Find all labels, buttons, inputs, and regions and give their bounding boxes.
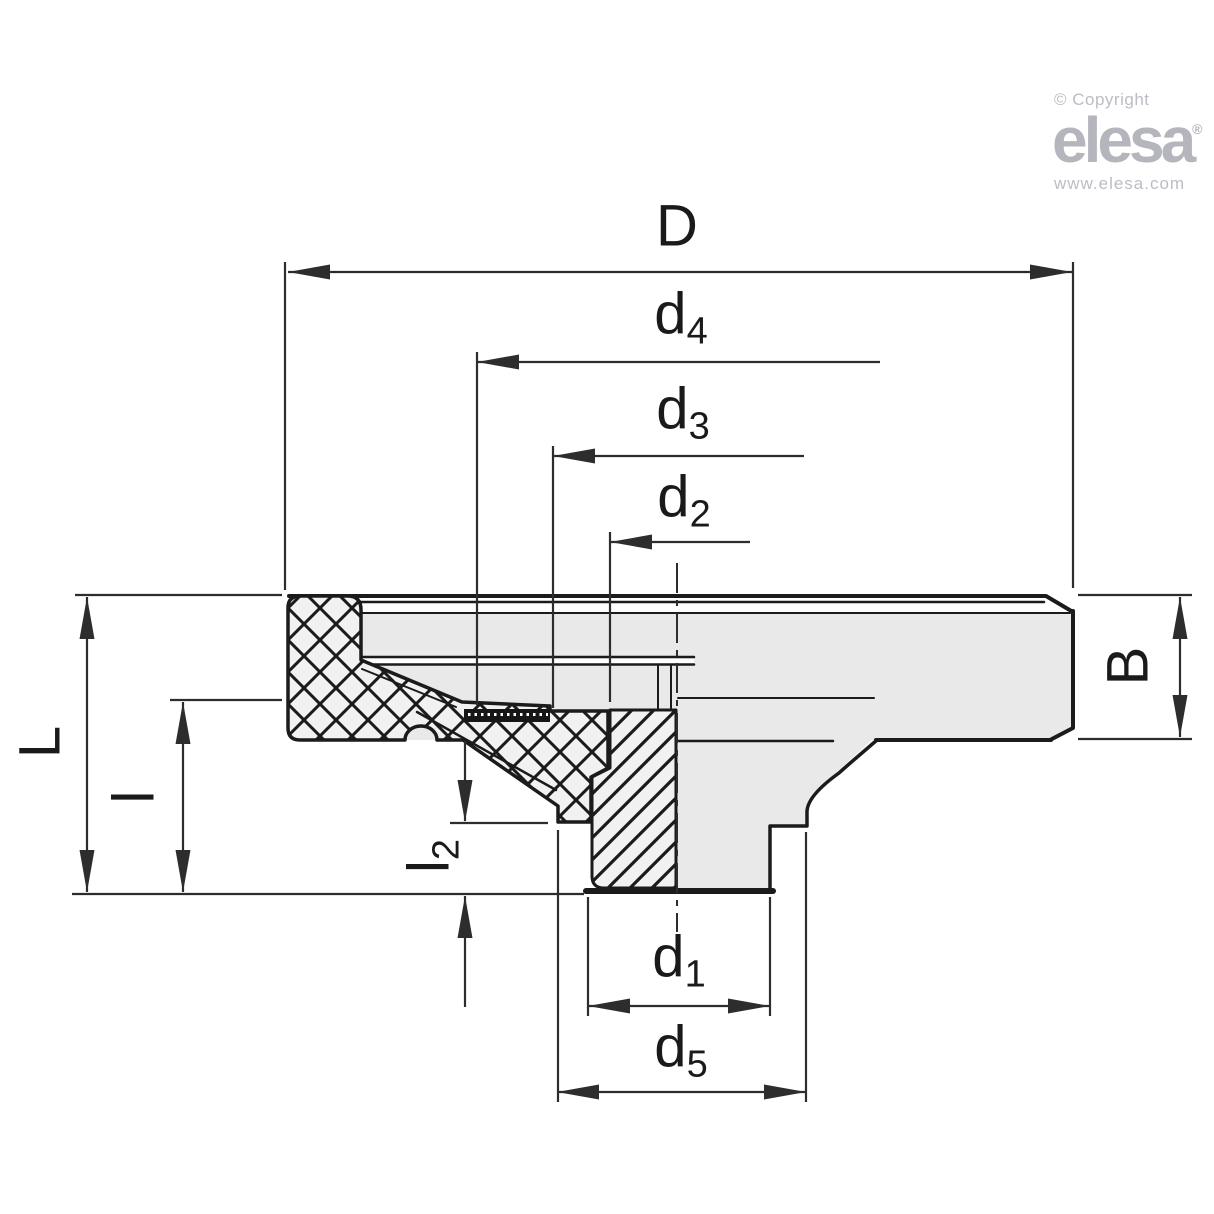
extension-line [283, 262, 1075, 590]
dim-label-d5: d5 [654, 1018, 708, 1086]
dimension-d2 [608, 532, 750, 702]
arrowhead-down [1172, 695, 1188, 737]
website-text: www.elesa.com [1054, 174, 1186, 194]
arrowhead-down [175, 850, 191, 892]
arrowhead-down [457, 780, 473, 822]
arrowhead-left [557, 1084, 599, 1100]
arrowhead-left [588, 998, 630, 1014]
dim-label-l2: l2 [397, 838, 468, 873]
elesa-logo-text: elesa [1052, 104, 1196, 176]
arrowhead-up [175, 702, 191, 744]
arrowhead-left [288, 264, 330, 280]
elesa-logo: elesa® [1052, 108, 1210, 172]
disc-face-groove [362, 658, 694, 664]
arrowhead-left [610, 534, 652, 550]
dim-label-text: d [657, 464, 690, 530]
dim-label-subscript: 5 [686, 1043, 708, 1086]
dim-label-text: l [101, 790, 167, 804]
arrowhead-down [79, 850, 95, 892]
dim-label-subscript: 2 [689, 493, 711, 536]
dim-label-text: d [654, 1014, 687, 1080]
dim-label-subscript: 4 [686, 310, 708, 353]
dimension-d1 [586, 897, 772, 1016]
dim-label-d3: d3 [656, 380, 710, 448]
web-cone-silhouette [805, 738, 879, 828]
dim-label-subscript: 3 [688, 405, 710, 448]
copyright-text: © Copyright [1054, 90, 1150, 109]
dimension-B [1078, 593, 1192, 741]
dim-label-d1: d1 [652, 928, 706, 996]
rim-web-section-hatch [286, 594, 610, 824]
extension-line [586, 897, 772, 1016]
dim-label-D: D [656, 197, 698, 263]
dimension-L [72, 593, 584, 896]
arrowhead-right [1030, 264, 1072, 280]
disc-top-edge [287, 594, 1075, 614]
extension-line [1078, 593, 1192, 741]
dim-label-d4: d4 [654, 285, 708, 353]
dimension-d4 [475, 352, 880, 705]
disc-right-edge [1048, 609, 1075, 742]
dimension-D [283, 262, 1075, 590]
dimension-d5 [556, 830, 808, 1102]
part-cross-section [286, 563, 1075, 932]
dim-label-l: l [102, 791, 171, 804]
insert-section-hatch [590, 708, 678, 890]
dim-label-text: L [7, 725, 73, 759]
dimension-l2 [450, 741, 548, 1007]
dim-label-L: L [8, 726, 77, 758]
web-cone-inner-edge1 [361, 668, 457, 708]
arrowhead-up [457, 896, 473, 938]
registered-mark: ® [1192, 121, 1203, 137]
dim-label-text: D [656, 193, 698, 259]
flange-bottom-and-boss-edge [768, 824, 808, 890]
web-cone-inner-edge2 [415, 710, 558, 792]
dim-label-text: l [396, 860, 462, 874]
hub-flange-boss [677, 740, 872, 888]
dim-label-text: d [656, 376, 689, 442]
extension-line [72, 593, 584, 896]
dim-label-text: d [654, 281, 687, 347]
brand-block: © Copyright elesa® www.elesa.com [1052, 90, 1210, 194]
dimension-d3 [551, 446, 804, 708]
arrowhead-left [553, 448, 595, 464]
arrowhead-right [764, 1084, 806, 1100]
dim-label-subscript: 1 [684, 953, 706, 996]
arrowhead-up [1172, 597, 1188, 639]
dim-label-B: B [1096, 647, 1165, 686]
dim-label-text: d [652, 924, 685, 990]
arrowhead-left [477, 354, 519, 370]
arrowhead-up [79, 597, 95, 639]
dim-label-text: B [1095, 646, 1161, 686]
arrowhead-right [728, 998, 770, 1014]
extension-line [556, 830, 808, 1102]
dimension-l [170, 698, 282, 892]
dim-label-d2: d2 [657, 468, 711, 536]
dim-label-subscript: 2 [425, 838, 468, 861]
